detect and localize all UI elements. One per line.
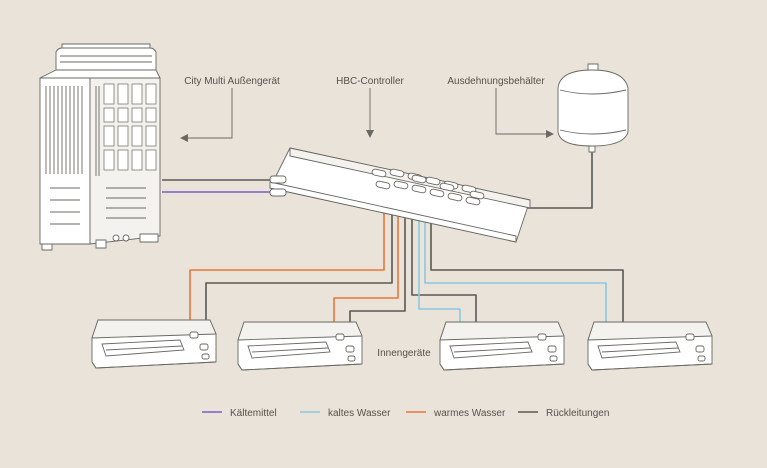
label-expansion-tank: Ausdehnungsbehälter [447,76,545,87]
legend-label-refrigerant: Kältemittel [230,408,277,419]
return-line-unit-3 [411,188,477,330]
indoor-unit-2 [237,321,363,371]
arrow-head-left [180,134,188,142]
label-hbc-controller: HBC-Controller [336,76,404,87]
cold-water-line-unit-4 [424,190,607,330]
expansion-tank [557,63,629,153]
pipes [162,150,624,330]
return-line-unit-2 [349,190,406,325]
warm-water-line-unit-1 [189,192,385,322]
label-indoor-units: Innengeräte [377,348,431,359]
legend-label-warm-water: warmes Wasser [433,408,506,419]
return-line-unit-4 [430,194,624,330]
cold-water-line-unit-3 [418,186,461,330]
outdoor-unit [39,43,161,251]
legend-label-return: Rückleitungen [546,408,609,419]
indoor-unit-1 [91,319,217,369]
indoor-unit-4 [587,321,713,371]
indoor-unit-3 [439,321,565,371]
hbc-controller [269,147,531,243]
warm-water-line-unit-2 [333,188,399,325]
callout-arrows [180,88,554,142]
arrow-head-right [546,130,554,138]
return-line-unit-1 [205,194,393,322]
tank-connection-line [516,150,593,209]
arrow-head-down [366,130,374,138]
legend: Kältemittel kaltes Wasser warmes Wasser … [202,408,609,419]
label-outdoor-unit: City Multi Außengerät [184,76,280,87]
legend-label-cold-water: kaltes Wasser [328,408,391,419]
